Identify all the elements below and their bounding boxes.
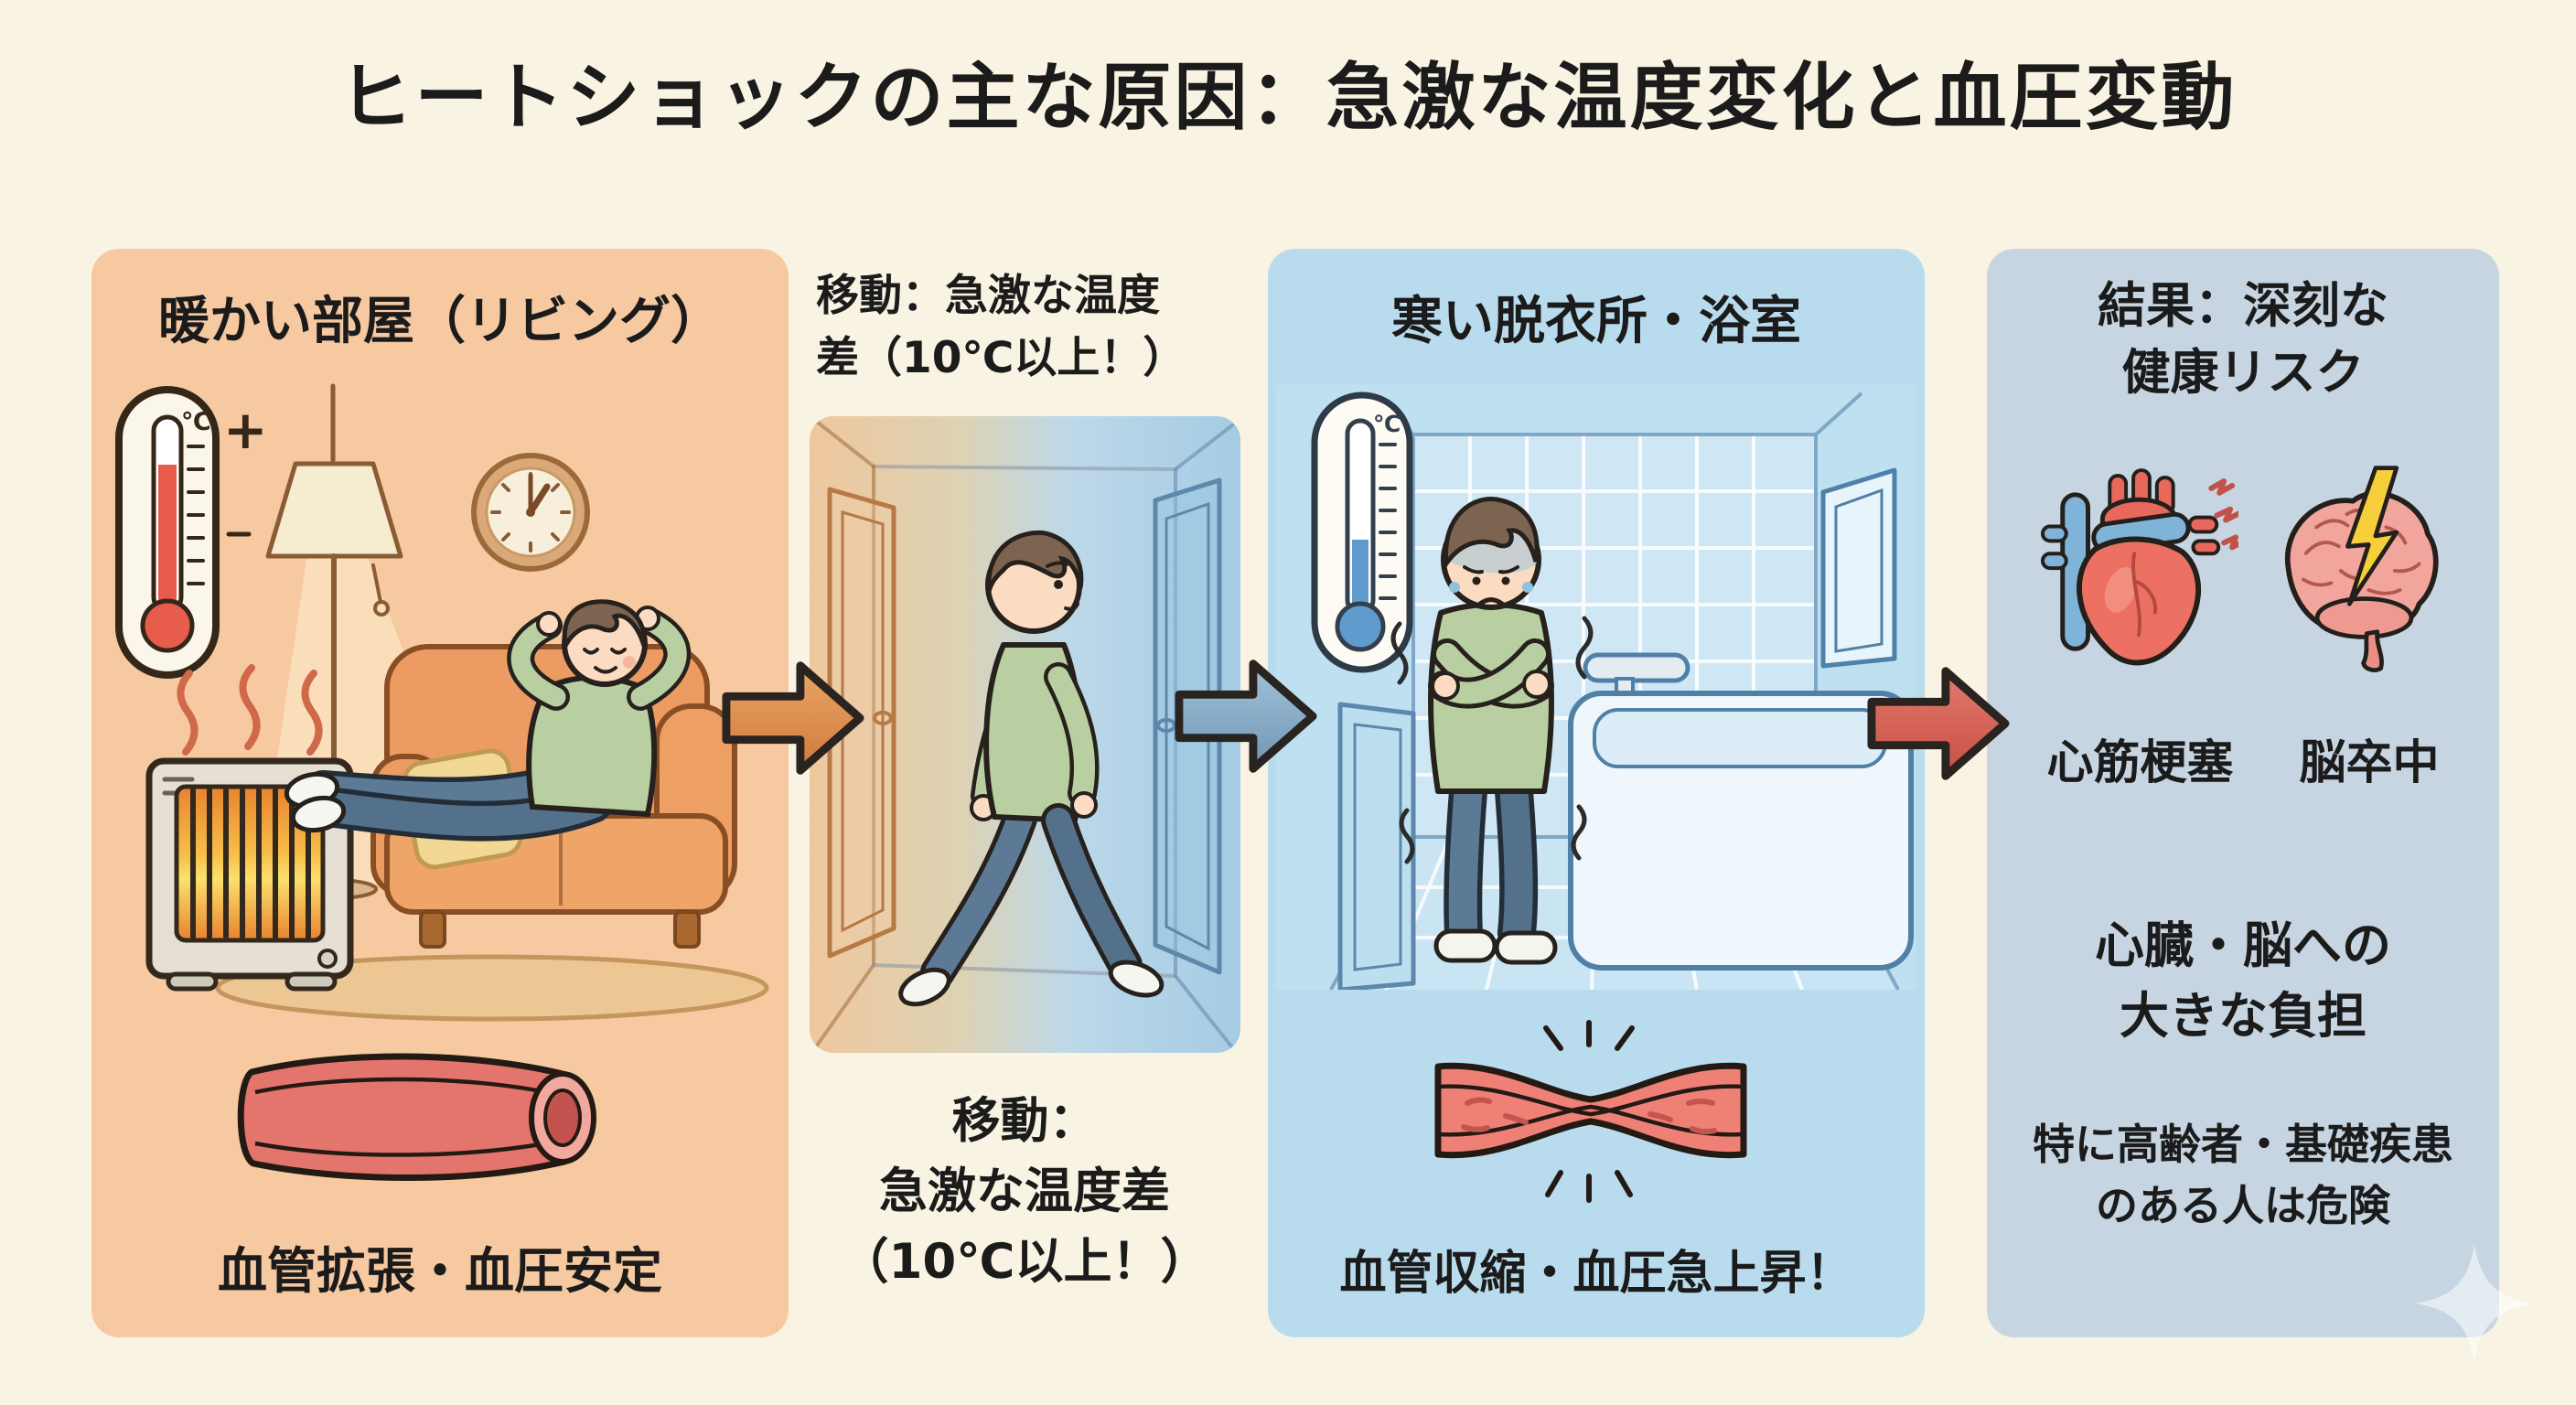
arrow-right-danger-icon (1867, 667, 2010, 780)
transition-bottom-line1: 移動： (951, 1093, 1098, 1149)
result-warning-text: 特に高齢者・基礎疾患 のある人は危険 (1987, 1114, 2499, 1236)
panel-cold-caption: 血管収縮・血圧急上昇！ (1339, 1247, 1853, 1301)
transition-bottom-line2: 急激な温度差 (879, 1163, 1170, 1219)
burden-line1: 心臓・脳への (2095, 917, 2391, 974)
bathroom-illustration: ℃ (1276, 384, 1916, 990)
door-warm-icon (827, 487, 896, 959)
hallway-illustration (810, 416, 1240, 1053)
dilated-vessel-icon (237, 1053, 596, 1181)
window-icon (1820, 467, 1897, 669)
label-stroke: 脳卒中 (2299, 736, 2440, 790)
blood-flow-marks (1461, 1097, 1717, 1135)
result-burden-text: 心臓・脳への 大きな負担 (1987, 911, 2499, 1051)
result-header-line2: 健康リスク (2121, 345, 2365, 402)
stress-lines (1543, 1020, 1635, 1203)
burden-line2: 大きな負担 (2120, 986, 2367, 1045)
panel-result-header: 結果：深刻な 健康リスク (1987, 273, 2499, 406)
panel-result: 結果：深刻な 健康リスク (1987, 249, 2499, 1337)
thermometer-warm-icon: ℃ + (115, 386, 268, 679)
panel-warm-caption: 血管拡張・血圧安定 (218, 1242, 662, 1300)
transition-bottom-line3: （10℃以上！） (840, 1233, 1209, 1290)
result-labels-row: 心筋梗塞 脳卒中 (1987, 724, 2499, 792)
brain-icon (2284, 466, 2439, 672)
result-icons-row (1987, 461, 2499, 692)
wall-clock-icon (471, 453, 590, 572)
transition-bottom-text: 移動： 急激な温度差 （10℃以上！） (805, 1087, 1244, 1298)
shivering-person-icon (1390, 497, 1594, 965)
bathtub-icon (1568, 652, 1914, 971)
svg-text:+: + (223, 399, 268, 461)
relaxing-person-icon (284, 599, 692, 842)
rug-icon (215, 954, 769, 1022)
warning-line1: 特に高齢者・基礎疾患 (2033, 1120, 2453, 1169)
svg-text:℃: ℃ (1373, 411, 1401, 437)
result-header-line1: 結果：深刻な (2098, 278, 2388, 334)
heart-icon (2040, 468, 2238, 666)
thermometer-cold-icon: ℃ (1311, 391, 1413, 673)
svg-text:℃: ℃ (181, 408, 211, 436)
warning-line2: のある人は危険 (2096, 1180, 2390, 1230)
constricted-vessel-icon (1434, 1020, 1747, 1203)
walking-person-icon (898, 530, 1165, 1007)
pain-squiggle-icon (2208, 477, 2236, 496)
panel-cold-room: 寒い脱衣所・浴室 (1268, 249, 1925, 1337)
panel-warm-header: 暖かい部屋（リビング） (158, 292, 722, 351)
panel-warm-room: 暖かい部屋（リビング） (91, 249, 789, 1337)
page-title: ヒートショックの主な原因：急激な温度変化と血圧変動 (338, 55, 2238, 140)
door-cold-room (1337, 702, 1416, 990)
arrow-right-warm-icon (722, 661, 864, 775)
label-heart-attack: 心筋梗塞 (2046, 736, 2234, 790)
sparkle-icon (2415, 1244, 2534, 1363)
arrow-right-cold-icon (1175, 660, 1317, 773)
transition-top-line1: 移動：急激な温度 (816, 271, 1160, 321)
lightning-icon (2345, 466, 2399, 606)
transition-top-text: 移動：急激な温度 差（10℃以上！） (816, 265, 1246, 390)
living-room-illustration: ℃ + (115, 383, 769, 1022)
panel-cold-header: 寒い脱衣所・浴室 (1391, 292, 1801, 351)
transition-top-line2: 差（10℃以上！） (816, 333, 1186, 384)
